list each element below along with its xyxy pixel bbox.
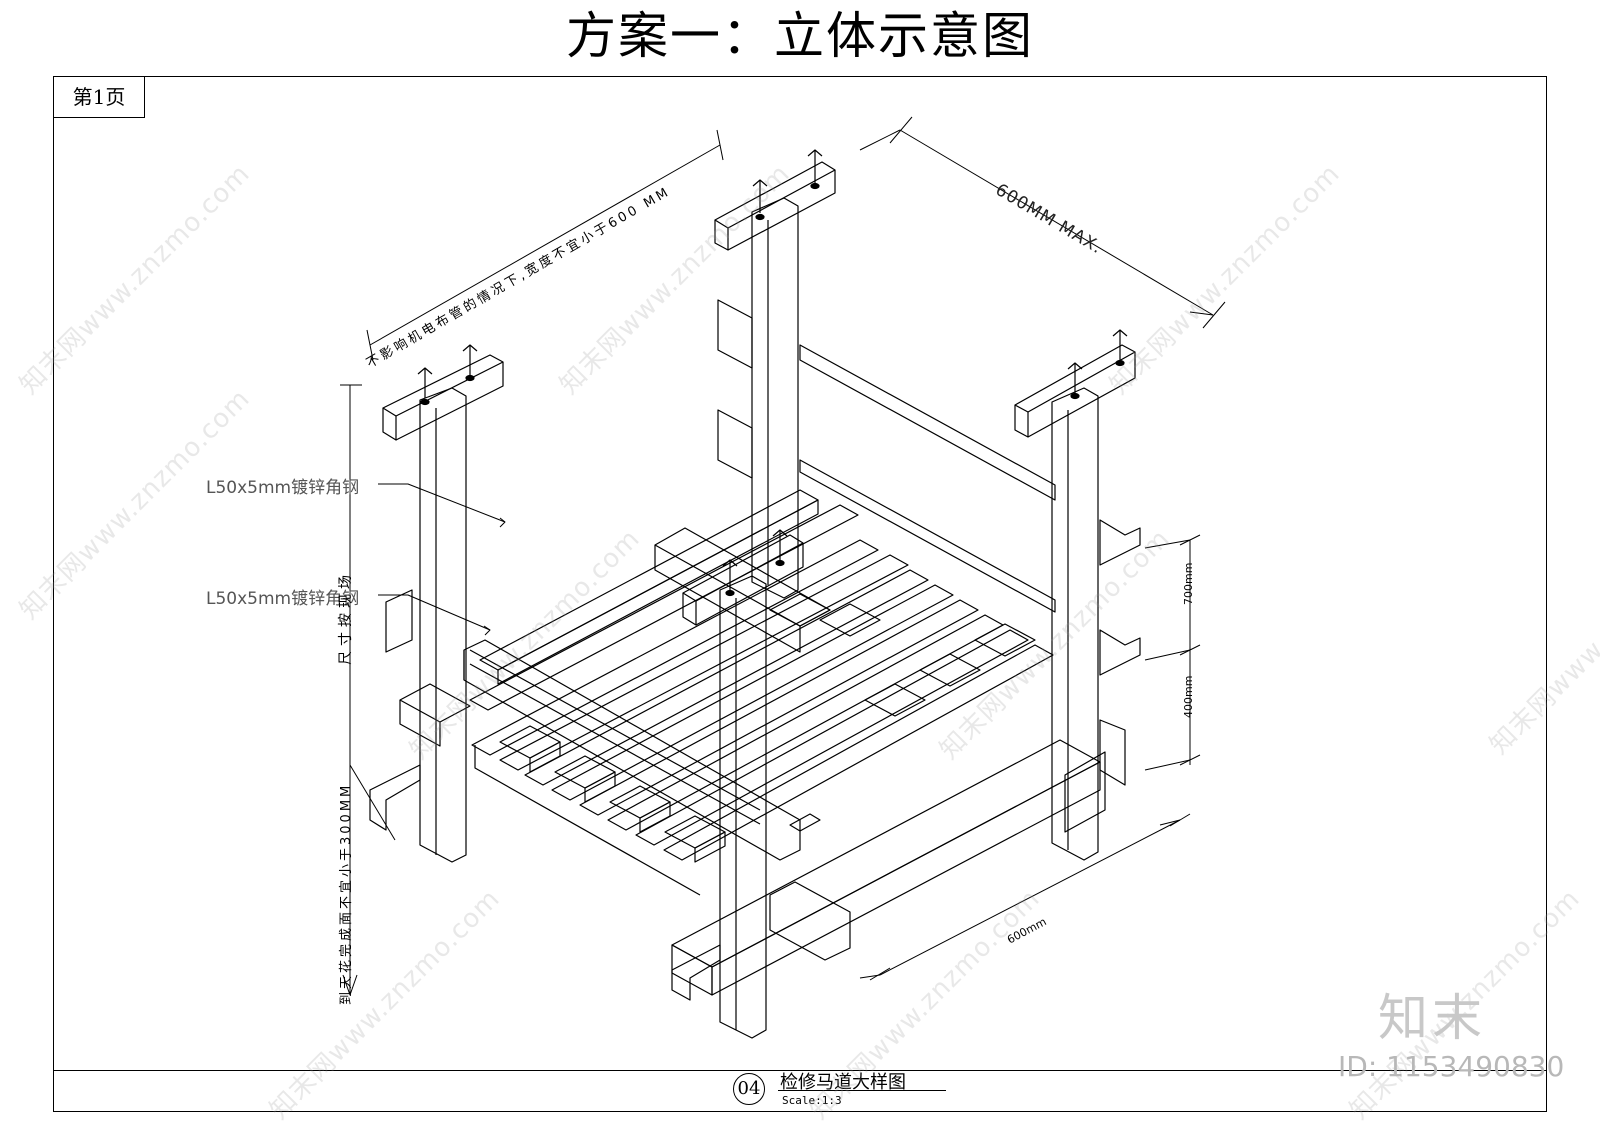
footer-divider [53,1070,1547,1071]
page-number-label: 第1页 [53,76,145,118]
deck-slats [469,489,1054,861]
rear-girder [654,527,831,653]
detail-number: 04 [733,1073,765,1105]
dim-note-left-lower: 到天花完成面不宜小于300MM [339,782,354,1005]
anchor-bolts [420,182,1125,597]
post-rear-center [714,161,836,599]
post-front-center [671,534,804,1039]
detail-scale: Scale:1:3 [782,1094,842,1107]
detail-underline [778,1090,946,1091]
dim-400: 400mm [1182,675,1195,718]
dim-note-left-upper: 尺寸按现场 [338,570,354,665]
leader-lines [378,483,506,636]
post-front-left [369,354,504,863]
detail-title: 检修马道大样图 [780,1072,906,1093]
angle-steel-label-1: L50x5mm镀锌角钢 [206,478,360,498]
watermark-brand: 知末 [1378,989,1486,1047]
angle-steel-label-2: L50x5mm镀锌角钢 [206,589,360,609]
drawing-frame [53,76,1547,1112]
front-girder [671,739,1106,996]
watermark-id: ID: 1153490830 [1338,1050,1565,1083]
railing-beams [469,344,1056,825]
drawing-title: 方案一：立体示意图 [566,7,1034,65]
post-right [1014,344,1141,861]
dimension-lines [340,116,1226,996]
dim-700: 700mm [1182,562,1195,605]
hanger-rods [417,149,1128,590]
